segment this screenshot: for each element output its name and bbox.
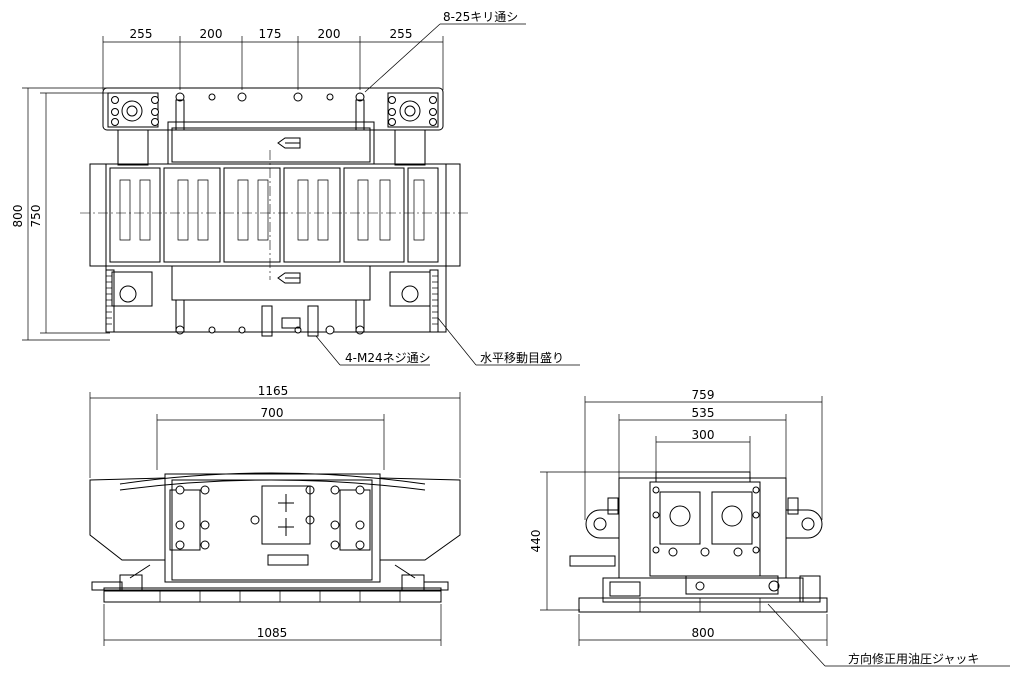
dim-top-2: 200 — [200, 27, 223, 41]
callout-bolts: 4-M24ネジ通シ — [345, 351, 431, 365]
side-dim-height: 440 — [529, 530, 543, 553]
side-dim-width-bottom: 800 — [692, 626, 715, 640]
dim-top-3: 175 — [259, 27, 282, 41]
dim-top-4: 200 — [318, 27, 341, 41]
dim-height-outer: 800 — [11, 205, 25, 228]
front-dim-width-top: 1165 — [258, 384, 289, 398]
front-dim-width-bottom: 1085 — [257, 626, 288, 640]
callout-scale: 水平移動目盛り — [480, 350, 564, 365]
side-view: 759 535 300 440 — [529, 388, 1010, 667]
front-view: 1165 700 — [89, 384, 461, 646]
side-dim-width-inner: 300 — [692, 428, 715, 442]
top-view: 255 200 175 200 255 8-25キリ通シ 800 750 — [11, 10, 580, 366]
side-dim-width-top: 759 — [692, 388, 715, 402]
side-dim-width-mid: 535 — [692, 406, 715, 420]
callout-holes: 8-25キリ通シ — [443, 10, 518, 24]
dim-height-inner: 750 — [29, 205, 43, 228]
callout-jack: 方向修正用油圧ジャッキ — [848, 651, 979, 666]
dim-top-5: 255 — [390, 27, 413, 41]
front-dim-width-mid: 700 — [261, 406, 284, 420]
dim-top-1: 255 — [130, 27, 153, 41]
